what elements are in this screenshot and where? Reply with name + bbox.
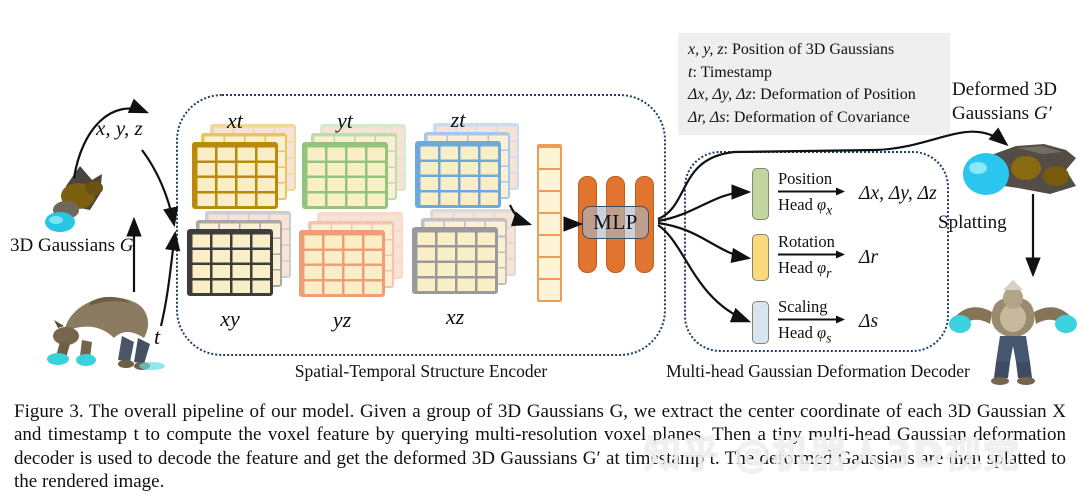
figure-caption-area: Figure 3. The overall pipeline of our mo… <box>0 394 1080 496</box>
voxel-feature-vector <box>537 144 562 302</box>
plane-label: yz <box>332 307 352 332</box>
plane-grid <box>299 230 385 297</box>
plane-grid <box>415 141 501 208</box>
figure-caption: Figure 3. The overall pipeline of our mo… <box>14 401 1066 493</box>
plane-label: xy <box>220 306 240 331</box>
scaling-head-row: Scaling Head φs Δs <box>752 298 879 345</box>
source-gaussians-label: 3D Gaussians G <box>10 235 134 256</box>
plane-grid <box>187 229 273 296</box>
plane-label: yt <box>337 108 353 133</box>
plane-label: xz <box>445 304 465 329</box>
source-monster-image <box>47 296 165 370</box>
decoder-title: Multi-head Gaussian Deformation Decoder <box>666 361 970 381</box>
legend-item: Δr, Δs: Deformation of Covariance <box>688 108 910 126</box>
voxel-plane-xz: xz <box>412 209 516 329</box>
timestamp-label: t <box>154 324 161 349</box>
deformed-gaussians-label: Deformed 3D Gaussians G′ <box>952 79 1057 124</box>
scaling-head-label: Scaling Head φs <box>778 298 846 345</box>
position-output-label: Δx, Δy, Δz <box>859 183 937 204</box>
plane-grid <box>302 142 388 209</box>
right-arrow-icon <box>778 250 845 259</box>
plane-label: xt <box>227 108 243 133</box>
splatting-label: Splatting <box>938 212 1007 233</box>
position-head-block <box>752 168 769 220</box>
mlp-label: MLP <box>582 206 649 239</box>
voxel-plane-yt: yt <box>302 108 406 209</box>
voxel-plane-yz: yz <box>299 212 403 332</box>
rotation-head-label: Rotation Head φr <box>778 234 846 281</box>
scaling-head-block <box>752 300 769 344</box>
legend-item: Δx, Δy, Δz: Deformation of Position <box>688 86 916 103</box>
plane-grid <box>412 227 498 294</box>
zhihu-watermark: 知乎 @机器人3D视觉 <box>644 433 1021 476</box>
rotation-head-block <box>752 234 769 281</box>
voxel-plane-zt: zt <box>415 107 519 208</box>
legend-item: t: Timestamp <box>688 63 773 81</box>
voxel-plane-xt: xt <box>192 108 296 209</box>
rendered-monster-image <box>949 280 1077 385</box>
position-head-row: Position Head φx Δx, Δy, Δz <box>752 168 937 220</box>
voxel-plane-xy: xy <box>187 211 291 331</box>
right-arrow-icon <box>778 315 845 324</box>
rotation-output-label: Δr <box>859 246 879 268</box>
plane-label: zt <box>450 107 466 132</box>
position-head-label: Position Head φx <box>778 170 846 217</box>
figure-canvas: Spatial-Temporal Structure Encoder xt yt… <box>10 33 1077 385</box>
notation-legend: x, y, z: Position of 3D Gaussians t: Tim… <box>678 33 950 135</box>
legend-item: x, y, z: Position of 3D Gaussians <box>688 41 895 58</box>
encoder-title: Spatial-Temporal Structure Encoder <box>294 361 548 381</box>
deformed-gaussian-blob-image <box>963 144 1076 195</box>
coords-label: x, y, z <box>96 116 143 140</box>
scaling-output-label: Δs <box>859 311 879 333</box>
rotation-head-row: Rotation Head φr Δr <box>752 234 878 281</box>
source-gaussian-blob-image <box>45 166 103 232</box>
plane-grid <box>192 142 278 209</box>
